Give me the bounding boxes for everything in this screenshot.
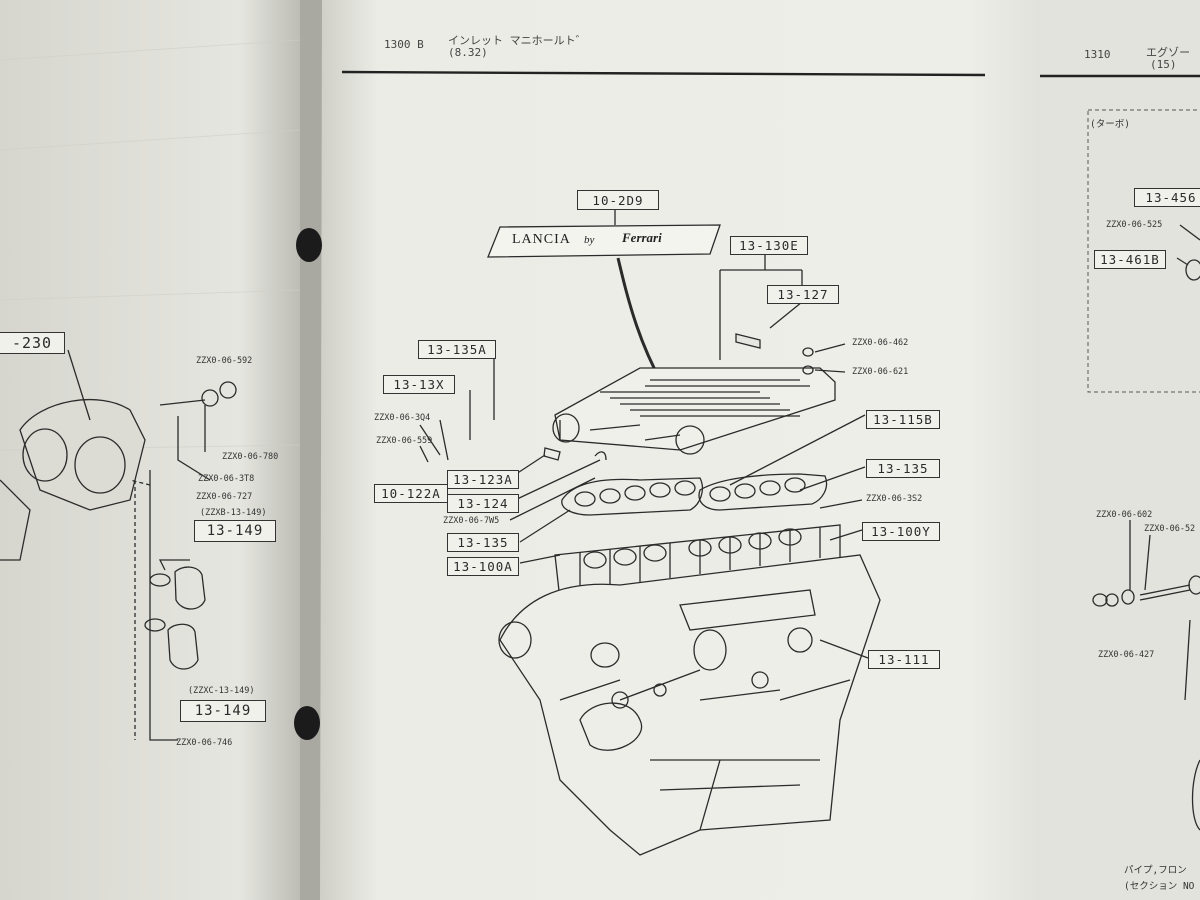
center-header-rule [341, 70, 986, 77]
code-zzx0-06-3t8: ZZX0-06-3T8 [198, 474, 255, 484]
gasket-right [698, 473, 828, 511]
plenum-chamber [552, 367, 836, 455]
code-zzx0-06-746: ZZX0-06-746 [176, 738, 233, 748]
part-label-13-124: 13-124 [447, 494, 519, 513]
right-section-subtitle: (15) [1150, 58, 1177, 71]
code-zzx0-06-602: ZZX0-06-602 [1096, 510, 1153, 520]
part-label-13-127: 13-127 [767, 285, 839, 304]
part-label-13-461b: 13-461B [1094, 250, 1166, 269]
binder-hole-top [296, 228, 322, 262]
code-zzx0-06-7w5: ZZX0-06-7W5 [443, 516, 500, 526]
center-section-subtitle: (8.32) [448, 46, 488, 59]
part-label-13-115b: 13-115B [866, 410, 940, 429]
left-page-drawing [0, 349, 237, 741]
engine-block [498, 554, 881, 856]
code-zzx0-06-525: ZZX0-06-525 [1106, 220, 1163, 230]
nameplate-outline [487, 224, 721, 258]
code-zzx0-06-427: ZZX0-06-427 [1098, 650, 1155, 660]
part-label-13-149-a: 13-149 [194, 520, 276, 542]
part-label-13-149-b: 13-149 [180, 700, 266, 722]
right-footer-line-1: パイプ,フロン [1124, 865, 1187, 876]
turbo-dashed-box [1087, 109, 1200, 393]
part-label-10-2d9: 10-2D9 [577, 190, 659, 210]
nameplate-by-text: by [584, 234, 595, 246]
part-label-13-111: 13-111 [868, 650, 940, 669]
code-zzx0-06-3q4: ZZX0-06-3Q4 [374, 413, 431, 423]
code-zzx0-06-780: ZZX0-06-780 [222, 452, 279, 462]
part-label-13-135a: 13-135A [418, 340, 496, 359]
part-label-13-123a: 13-123A [447, 470, 519, 489]
part-label-13-13x: 13-13X [383, 375, 455, 394]
part-label-13-135-left: 13-135 [447, 533, 519, 552]
code-zzx0-06-3s2: ZZX0-06-3S2 [866, 494, 923, 504]
gasket-left [561, 477, 704, 516]
code-zzxb-13-149: (ZZXB-13-149) [200, 508, 267, 518]
code-zzxc-13-149: (ZZXC-13-149) [188, 686, 255, 696]
right-section-title: エグゾー [1146, 46, 1191, 59]
part-label-13-130e: 13-130E [730, 236, 808, 255]
part-label-13-135-right: 13-135 [866, 459, 940, 478]
part-label-13-100a: 13-100A [447, 557, 519, 576]
part-label-10-122a: 10-122A [374, 484, 448, 503]
code-zzx0-06-727: ZZX0-06-727 [196, 492, 253, 502]
part-label-13-100y: 13-100Y [862, 522, 940, 541]
code-zzx0-06-462: ZZX0-06-462 [852, 338, 909, 348]
code-zzx0-06-559: ZZX0-06-559 [376, 436, 433, 446]
code-zzx0-06-592: ZZX0-06-592 [196, 356, 253, 366]
runner-manifold [554, 524, 841, 601]
center-section-code: 1300 B [384, 38, 424, 51]
binder-hole-bottom [294, 706, 320, 740]
right-footer-line-2: (セクション NO [1124, 881, 1195, 892]
right-page [1040, 0, 1200, 900]
nameplate-ferrari-text: Ferrari [622, 230, 662, 245]
right-page-drawing [1092, 224, 1200, 831]
nameplate-lancia-text: LANCIA [512, 232, 571, 247]
part-label-230: -230 [0, 332, 65, 354]
code-zzx0-06-621: ZZX0-06-621 [852, 367, 909, 377]
turbo-label: (ターボ) [1090, 119, 1130, 130]
right-section-code: 1310 [1084, 48, 1111, 61]
code-zzx0-06-52: ZZX0-06-52 [1144, 524, 1196, 534]
part-label-13-456: 13-456 [1134, 188, 1200, 207]
center-section-title: インレット マニホールト゛ [448, 34, 587, 47]
